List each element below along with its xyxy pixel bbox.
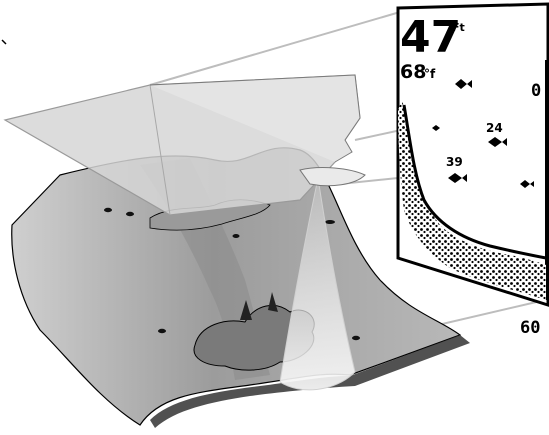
fish-icon: [325, 220, 335, 224]
shoreline: [149, 74, 361, 163]
bottom-line: [402, 104, 547, 260]
corner-mark: [1, 39, 7, 45]
depth-readout: 47: [400, 12, 461, 63]
fish-icon: [104, 207, 112, 213]
fish-icon: [232, 234, 240, 238]
fish-arches: 24 39: [432, 79, 534, 188]
fish-icon: [432, 125, 440, 131]
fish-icon: [126, 211, 134, 217]
sonar-cone: [279, 177, 356, 391]
fish-depth-label: 39: [446, 155, 463, 169]
bottom-return: [398, 100, 546, 300]
fish-icon: [455, 79, 472, 89]
scale-top: 0: [531, 81, 541, 101]
fish-icon: [352, 335, 360, 341]
fish-icon: [520, 180, 534, 188]
water-surface: [3, 74, 361, 216]
fish-icon: [488, 137, 507, 147]
fish-depth-label: 24: [486, 121, 503, 135]
scale-bottom: 60: [520, 318, 540, 338]
fish-icon: [158, 328, 166, 334]
boat-hull: [299, 167, 366, 187]
water-temp-unit: °f: [424, 67, 436, 81]
depth-unit: Ft: [452, 21, 465, 34]
water-temp: 68: [400, 61, 426, 83]
fish-icon: [448, 173, 467, 183]
sonar-display: 47 Ft 68 °f 0 60 24 39: [396, 2, 549, 338]
bottom-fish-markers: [104, 207, 360, 341]
